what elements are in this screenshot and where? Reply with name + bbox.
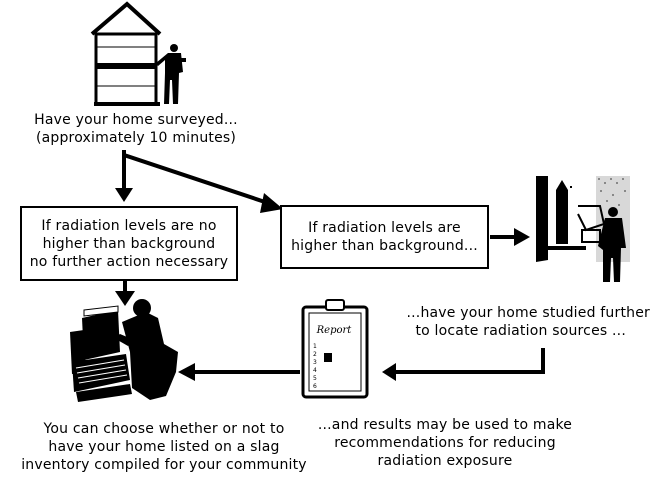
arrowhead-diagonal xyxy=(260,193,283,213)
svg-text:2: 2 xyxy=(313,351,317,358)
arrowheads xyxy=(115,188,530,381)
results-line-3: radiation exposure xyxy=(377,453,513,469)
survey-caption: Have your home surveyed... (approximatel… xyxy=(20,111,252,147)
svg-text:6: 6 xyxy=(313,383,317,390)
inventory-line-1: You can choose whether or not to xyxy=(43,421,285,437)
survey-line-1: Have your home surveyed... xyxy=(34,112,238,128)
no-action-line-3: no further action necessary xyxy=(29,253,229,270)
arrowhead-left-2 xyxy=(178,363,195,381)
svg-text:1: 1 xyxy=(313,343,317,350)
svg-text:4: 4 xyxy=(313,367,317,374)
results-line-2: recommendations for reducing xyxy=(334,435,556,451)
results-line-1: ...and results may be used to make xyxy=(317,417,573,433)
survey-line-2: (approximately 10 minutes) xyxy=(35,130,237,146)
svg-text:5: 5 xyxy=(313,375,317,382)
study-caption: ...have your home studied further to loc… xyxy=(380,304,650,340)
study-line-2: to locate radiation sources ... xyxy=(415,323,626,339)
higher-line-1: If radiation levels are xyxy=(308,220,461,236)
inventory-line-3: inventory compiled for your community xyxy=(21,457,307,473)
arrowhead-left-1 xyxy=(382,363,396,381)
study-line-1: ...have your home studied further xyxy=(406,305,650,321)
flow-arrows xyxy=(122,150,545,374)
house-illustration xyxy=(90,1,162,106)
clipboard-illustration: Report 123 456 xyxy=(301,299,369,399)
room-illustration xyxy=(534,174,630,284)
arrowhead-down-2 xyxy=(115,291,135,306)
higher-line-2: higher than background... xyxy=(291,238,478,254)
inventory-line-2: have your home listed on a slag xyxy=(48,439,280,455)
arrow-study-to-results xyxy=(394,348,545,374)
computer-user-illustration xyxy=(70,299,178,402)
no-action-text: If radiation levels are no higher than b… xyxy=(30,217,229,271)
svg-text:3: 3 xyxy=(313,359,317,366)
arrow-survey-to-higher xyxy=(123,153,269,205)
arrowhead-right xyxy=(514,228,530,246)
no-action-line-1: If radiation levels are no xyxy=(41,217,217,234)
higher-levels-text: If radiation levels are higher than back… xyxy=(291,219,478,255)
surveyor-figure xyxy=(156,44,186,104)
inventory-caption: You can choose whether or not to have yo… xyxy=(12,420,316,474)
no-action-line-2: higher than background xyxy=(42,235,216,252)
results-caption: ...and results may be used to make recom… xyxy=(300,416,590,470)
higher-levels-box: If radiation levels are higher than back… xyxy=(280,205,489,269)
no-action-box: If radiation levels are no higher than b… xyxy=(20,206,238,281)
arrowhead-down-1 xyxy=(115,188,133,202)
clipboard-title: Report xyxy=(316,325,353,336)
